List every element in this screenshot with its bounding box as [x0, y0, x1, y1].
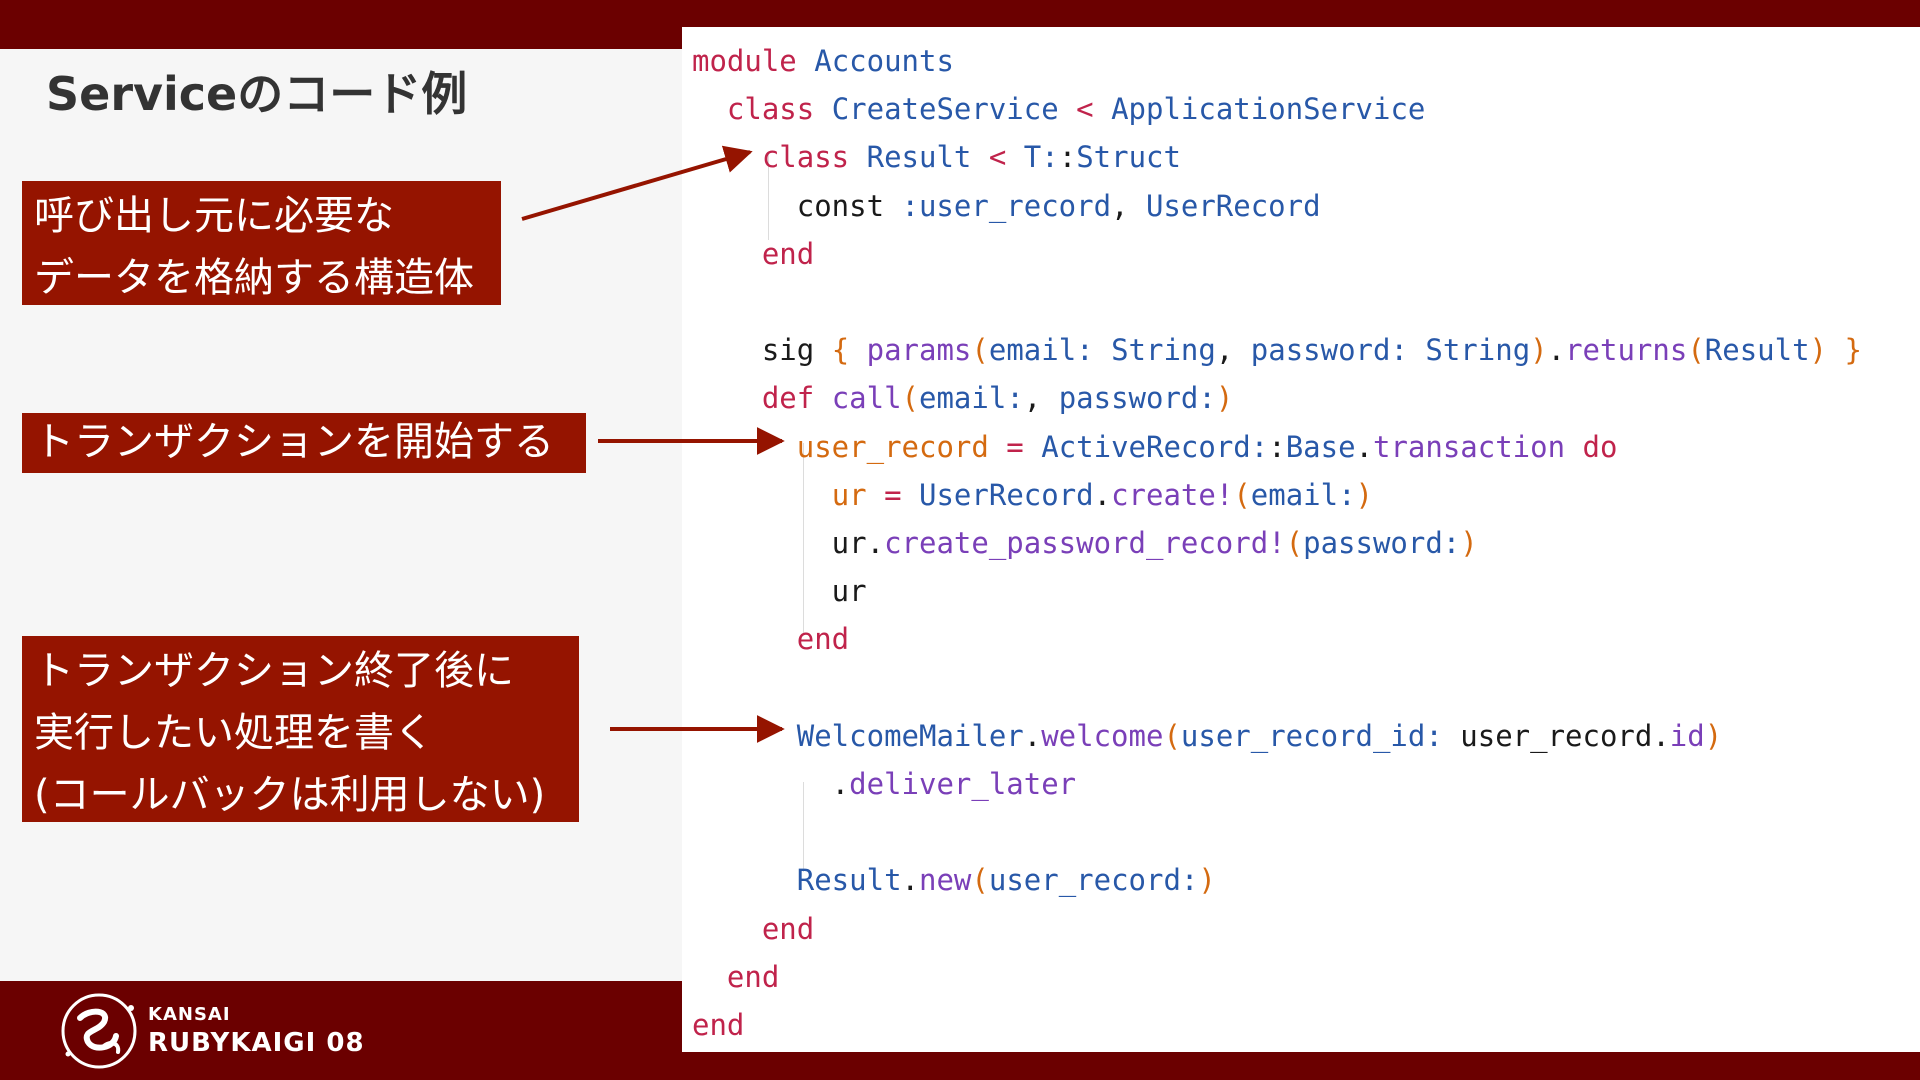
code-line: Result.new(user_record:) — [796, 863, 1216, 898]
code-line: module Accounts — [692, 44, 954, 78]
code-panel: module Accounts class CreateService < Ap… — [682, 27, 1920, 1052]
indent-guide — [768, 154, 769, 240]
event-region: KANSAI — [148, 1004, 231, 1025]
code-line: .deliver_later — [692, 767, 1077, 802]
code-line: end — [692, 1008, 745, 1043]
callout-line: トランザクション終了後に — [34, 648, 514, 694]
callout-transaction-start: トランザクションを開始する — [22, 413, 586, 473]
code-line: end — [761, 911, 815, 946]
slide-title: Serviceのコード例 — [46, 67, 468, 121]
callout-after-transaction: トランザクション終了後に 実行したい処理を書く (コールバックは利用しない) — [22, 636, 579, 822]
code-line: ur.create_password_record!(password:) — [692, 526, 1478, 561]
kansai-rubykaigi-logo-icon — [61, 993, 137, 1069]
code-line: sig { params(email: String, password: St… — [692, 333, 1862, 368]
callout-line: 呼び出し元に必要な — [34, 193, 394, 239]
indent-guide — [803, 782, 804, 872]
callout-line: トランザクションを開始する — [34, 419, 554, 465]
callout-line: (コールバックは利用しない) — [34, 772, 546, 818]
code-line: class CreateService < ApplicationService — [726, 92, 1426, 127]
callout-line: 実行したい処理を書く — [34, 710, 434, 756]
code-line: def call(email:, password:) — [761, 381, 1234, 416]
code-line: end — [726, 959, 780, 994]
code-line: end — [796, 622, 850, 657]
callout-result-struct: 呼び出し元に必要な データを格納する構造体 — [22, 181, 501, 305]
indent-guide — [803, 443, 804, 633]
code-line: user_record = ActiveRecord::Base.transac… — [796, 429, 1618, 464]
code-line: class Result < T::Struct — [761, 140, 1181, 175]
code-block: module Accounts class CreateService < Ap… — [692, 37, 1862, 1049]
code-line: end — [761, 236, 815, 271]
event-name: RUBYKAIGI 08 — [148, 1028, 365, 1058]
code-line: const :user_record, UserRecord — [692, 188, 1321, 223]
arrow-to-result-struct — [521, 145, 753, 221]
code-line: ur — [692, 574, 867, 609]
code-line: ur = UserRecord.create!(email:) — [831, 477, 1374, 512]
code-line: WelcomeMailer.welcome(user_record_id: us… — [796, 718, 1723, 753]
callout-line: データを格納する構造体 — [34, 255, 474, 301]
